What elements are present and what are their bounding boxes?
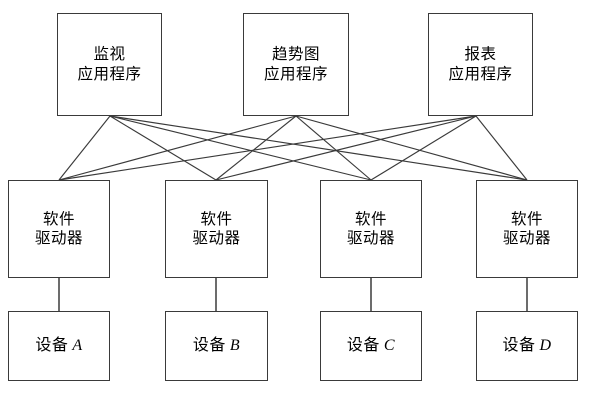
device-label-text: 设备 [192,337,226,354]
driver-box-driver-d[interactable]: 软件驱动器 [476,180,578,278]
driver-label-line1: 软件 [510,210,543,228]
driver-box-driver-c[interactable]: 软件驱动器 [320,180,422,278]
application-label-line1: 趋势图 [271,46,320,64]
device-tag: D [539,337,552,354]
connector-app-report-to-driver-c [370,115,477,181]
application-label-line1: 监视 [93,46,126,64]
device-label-text: 设备 [502,337,536,354]
connector-app-report-to-driver-a [58,115,477,181]
driver-label-line2: 驱动器 [502,230,551,247]
driver-label-line2: 驱动器 [34,230,83,247]
connector-app-trend-to-driver-a [58,115,297,181]
connector-app-monitor-to-driver-d [109,115,528,181]
connector-app-trend-to-driver-c [295,115,372,181]
device-label-text: 设备 [35,337,69,354]
driver-label-line2: 驱动器 [192,230,241,247]
device-tag: B [229,337,241,354]
driver-label-line1: 软件 [42,210,75,228]
application-box-app-report[interactable]: 报表应用程序 [428,13,533,116]
application-label-line1: 报表 [464,46,497,64]
connector-app-report-to-driver-d [475,115,528,181]
driver-label-line1: 软件 [200,210,233,228]
connector-app-report-to-driver-b [215,115,477,181]
device-tag: A [72,337,83,354]
application-box-app-monitor[interactable]: 监视应用程序 [57,13,162,116]
driver-label-line1: 软件 [354,210,387,228]
application-label-line2: 应用程序 [77,65,142,83]
connector-app-monitor-to-driver-a [58,115,111,181]
application-box-app-trend[interactable]: 趋势图应用程序 [243,13,349,116]
driver-box-driver-b[interactable]: 软件驱动器 [165,180,268,278]
driver-box-driver-a[interactable]: 软件驱动器 [8,180,110,278]
device-tag: C [383,337,396,354]
connector-app-trend-to-driver-b [215,115,297,181]
application-label-line2: 应用程序 [263,65,328,83]
connector-app-trend-to-driver-d [295,115,528,181]
device-label-text: 设备 [346,337,380,354]
connector-app-monitor-to-driver-b [109,115,217,181]
driver-label-line2: 驱动器 [346,230,395,247]
connector-app-monitor-to-driver-c [109,115,372,181]
application-label-line2: 应用程序 [448,65,513,83]
